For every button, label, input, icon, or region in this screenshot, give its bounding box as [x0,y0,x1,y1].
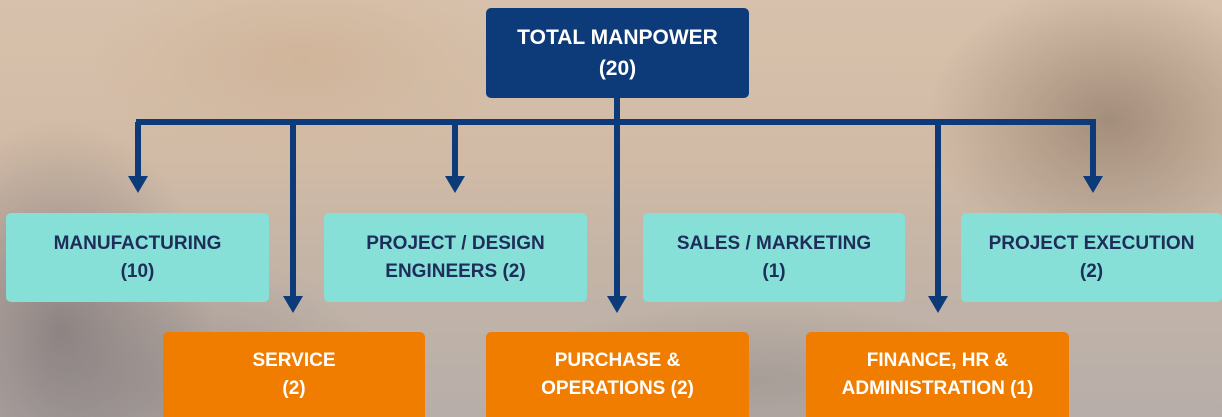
node-project-execution: PROJECT EXECUTION (2) [961,213,1222,302]
arrowhead-manufacturing [128,176,148,193]
arrowhead-project-execution [1083,176,1103,193]
root-node-label: TOTAL MANPOWER (20) [517,26,718,80]
branch-service [283,122,303,313]
branch-project-design [445,122,465,193]
arrowhead-purchase-operations [607,296,627,313]
arrowhead-finance-hr-admin [928,296,948,313]
branch-purchase-operations [607,122,627,313]
branch-finance-hr-admin [928,122,948,313]
arrowhead-service [283,296,303,313]
node-label: SALES / MARKETING (1) [676,232,872,282]
node-label: PURCHASE & OPERATIONS (2) [541,349,694,399]
node-label: PROJECT / DESIGN ENGINEERS (2) [366,232,545,282]
node-sales-marketing: SALES / MARKETING (1) [643,213,905,302]
arrowhead-project-design [445,176,465,193]
node-finance-hr-administration: FINANCE, HR & ADMINISTRATION (1) [806,332,1069,417]
node-project-design-engineers: PROJECT / DESIGN ENGINEERS (2) [324,213,587,302]
node-label: MANUFACTURING (10) [53,232,222,282]
branch-manufacturing [128,122,148,193]
node-label: PROJECT EXECUTION (2) [988,232,1195,282]
branch-project-execution [1083,122,1103,193]
node-service: SERVICE (2) [163,332,425,417]
root-node-total-manpower: TOTAL MANPOWER (20) [486,8,749,98]
node-purchase-operations: PURCHASE & OPERATIONS (2) [486,332,749,417]
node-label: SERVICE (2) [252,349,336,399]
node-label: FINANCE, HR & ADMINISTRATION (1) [841,349,1034,399]
node-manufacturing: MANUFACTURING (10) [6,213,269,302]
